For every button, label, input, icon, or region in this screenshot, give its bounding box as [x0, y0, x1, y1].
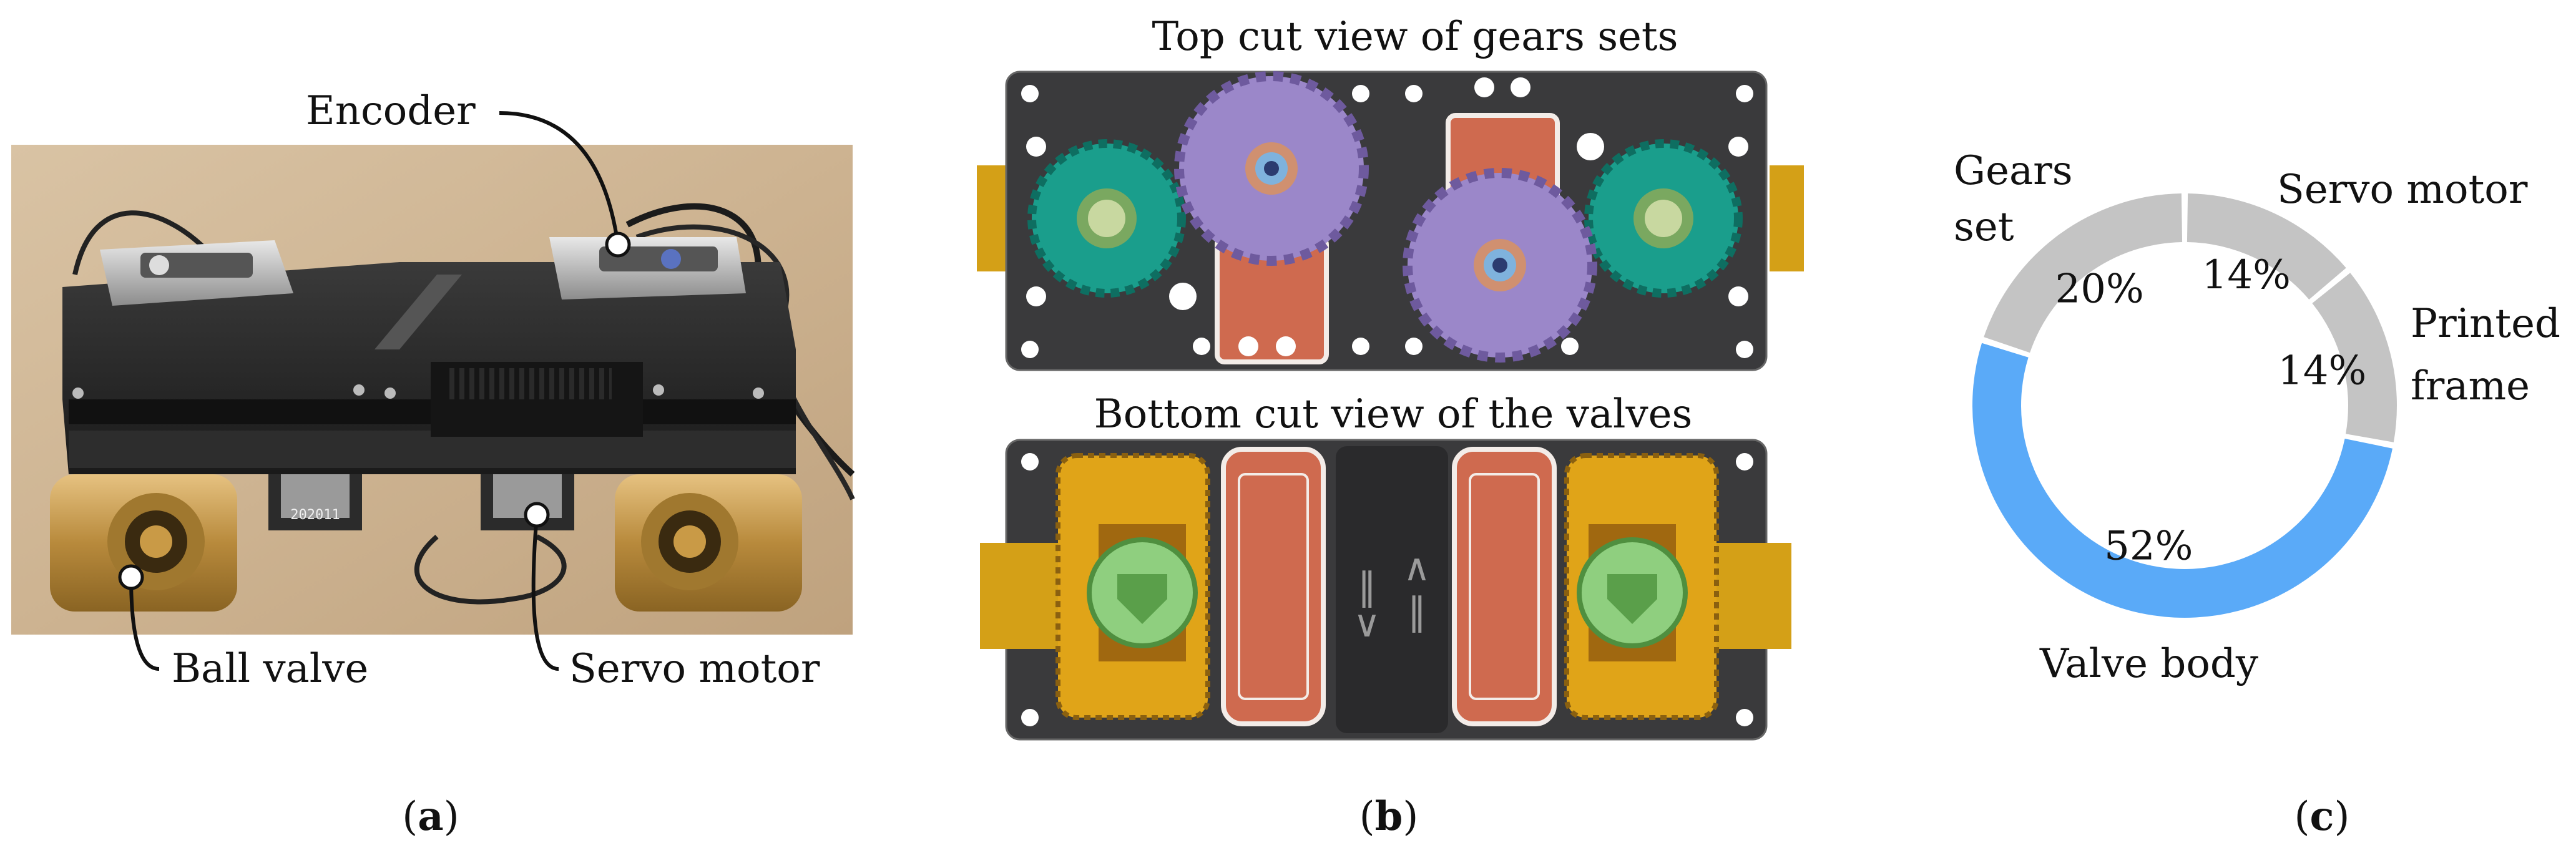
encoder-label: Encoder [306, 88, 476, 134]
printed-body [62, 262, 796, 474]
servo-stamp: 202011 [290, 507, 340, 523]
center-plate [1336, 446, 1448, 733]
servo-body-left [1221, 447, 1326, 726]
ball-valve-label: Ball valve [172, 646, 368, 692]
servo-motor-label: Servo motor [569, 646, 820, 692]
caption-a-letter: a [418, 793, 443, 840]
donut-segment-valve-body [1972, 343, 2392, 618]
bottom-cut-view: ‖ ∨ ∧ ‖ [980, 439, 1791, 741]
top-cut-view [977, 71, 1804, 371]
caption-b: (b) [1359, 793, 1419, 840]
label-printed-frame-line2: frame [2411, 363, 2530, 409]
teal-gear-left [1027, 139, 1186, 298]
callout-ball-valve: Ball valve [118, 564, 368, 692]
label-printed-frame-line1: Printed [2411, 301, 2560, 347]
label-gears-set-line1: Gears [1954, 148, 2073, 194]
ball-valve-left [50, 474, 237, 612]
valve-section-left [980, 453, 1210, 720]
encoder-left [100, 240, 293, 306]
label-gears-set-line2: set [1954, 204, 2014, 250]
ball-valve-right [615, 474, 802, 612]
callout-servo-motor: Servo motor [524, 502, 820, 692]
svg-text:‖: ‖ [1358, 565, 1376, 608]
donut-segment-servo-motor [2187, 193, 2346, 300]
caption-a: (a) [402, 793, 459, 840]
valve-section-right [1564, 453, 1791, 720]
caption-c: (c) [2294, 793, 2350, 840]
svg-text:∨: ∨ [1353, 602, 1381, 646]
purple-gear-bottom [1403, 168, 1597, 363]
purple-gear-top [1174, 71, 1369, 266]
label-valve-body: Valve body [2039, 641, 2258, 687]
encoder-right [549, 237, 746, 300]
caption-c-letter: c [2310, 793, 2334, 840]
donut-value-gears-set: 20% [2055, 266, 2144, 312]
teal-gear-right [1584, 139, 1743, 298]
panel-a-photo: 202011 [11, 145, 855, 635]
top-view-title: Top cut view of gears sets [1152, 14, 1678, 60]
bottom-view-title: Bottom cut view of the valves [1094, 391, 1693, 437]
donut-chart [1972, 193, 2397, 618]
donut-segment-gears-set [1984, 193, 2183, 353]
donut-value-labels: 14% 14% 52% 20% [2055, 252, 2367, 570]
callout-encoder: Encoder [306, 88, 631, 258]
donut-value-printed-frame: 14% [2278, 348, 2366, 394]
cable [72, 210, 208, 275]
caption-b-letter: b [1375, 793, 1403, 840]
svg-text:∧: ∧ [1403, 546, 1431, 590]
servo-body-right [1452, 447, 1557, 726]
svg-text:‖: ‖ [1408, 590, 1426, 633]
cable [414, 534, 567, 605]
donut-value-servo-motor: 14% [2202, 252, 2291, 298]
donut-segment-printed-frame [2312, 273, 2397, 442]
label-servo-motor: Servo motor [2277, 167, 2528, 213]
donut-value-valve-body: 52% [2104, 524, 2193, 570]
